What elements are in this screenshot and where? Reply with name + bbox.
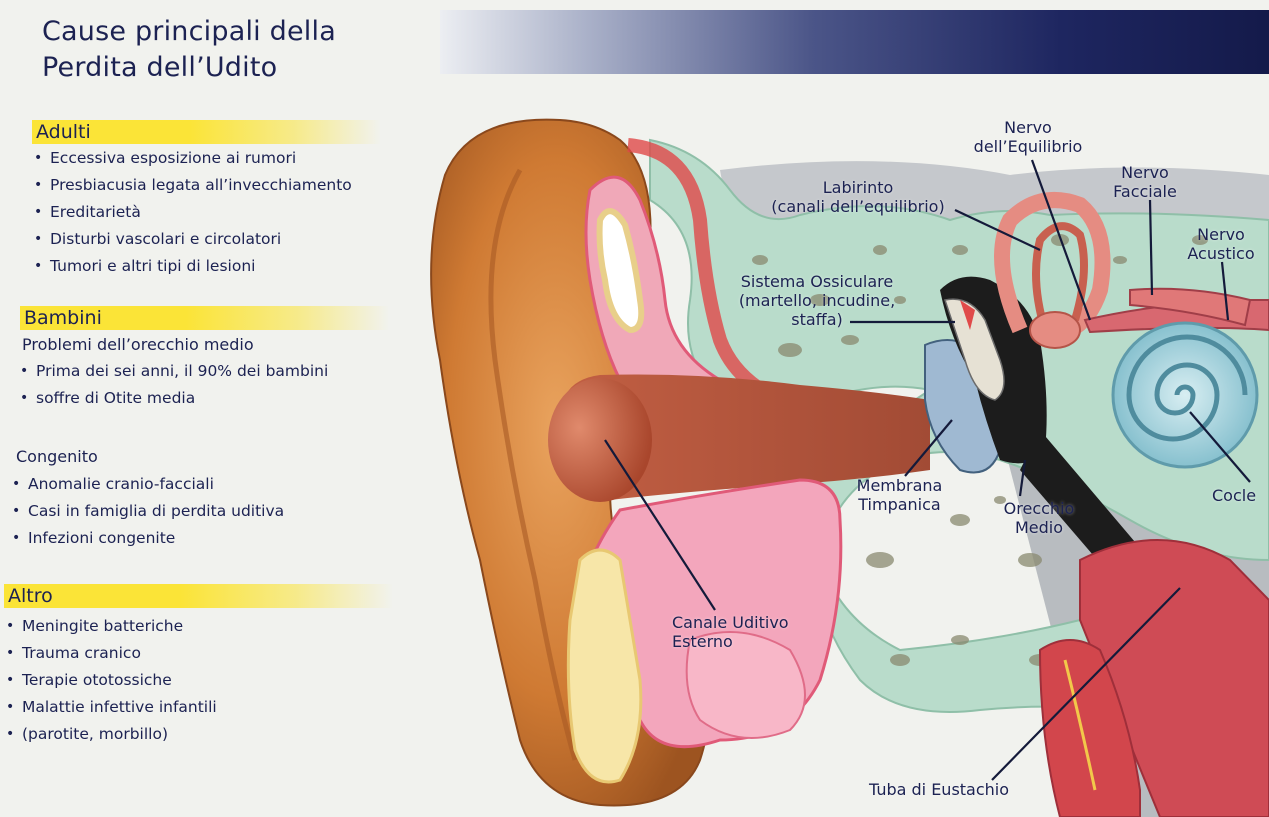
label-nervo-equilibrio: Nervo dell’Equilibrio [958, 118, 1098, 156]
list-item: Tumori e altri tipi di lesioni [32, 253, 352, 280]
list-item: Eccessiva esposizione ai rumori [32, 145, 352, 172]
label-line: dell’Equilibrio [973, 137, 1083, 156]
helix-fold [488, 168, 578, 761]
title-line-2: Perdita dell’Udito [42, 52, 278, 83]
ear-canal [560, 374, 930, 500]
label-nervo-facciale: Nervo Facciale [1100, 163, 1190, 201]
label-line: Esterno [672, 632, 733, 651]
label-line: staffa) [791, 310, 843, 329]
list-item-continuation: soffre di Otite media [18, 385, 328, 412]
list-altro: Meningite batteriche Trauma cranico Tera… [4, 613, 217, 748]
label-membrana-timpanica: Membrana Timpanica [842, 476, 957, 514]
label-line: Nervo [1197, 225, 1245, 244]
cochlea-spiral [1126, 334, 1248, 442]
skin-layer [627, 138, 783, 407]
label-tuba-eustachio: Tuba di Eustachio [868, 780, 1010, 799]
label-line: Facciale [1113, 182, 1177, 201]
label-line: Medio [1014, 518, 1064, 537]
section-heading-adulti: Adulti [32, 120, 381, 144]
list-item: Prima dei sei anni, il 90% dei bambini [18, 358, 328, 385]
list-item: Meningite batteriche [4, 613, 217, 640]
list-bambini: Prima dei sei anni, il 90% dei bambini s… [18, 358, 328, 412]
ossicles [944, 298, 1005, 401]
label-line: Labirinto [822, 178, 894, 197]
semicircular-canal-1 [994, 192, 1111, 338]
list-item: Presbiacusia legata all’invecchiamento [32, 172, 352, 199]
title-line-1: Cause principali della [42, 16, 336, 47]
continuation-text: soffre di Otite media [36, 389, 196, 407]
list-item: Trauma cranico [4, 640, 217, 667]
list-item: Casi in famiglia di perdita uditiva [10, 498, 284, 525]
list-item: Malattie infettive infantili [4, 694, 217, 721]
label-coclea: Cocle [1212, 486, 1257, 505]
vestibule [1029, 311, 1081, 349]
list-item: Disturbi vascolari e circolatori [32, 226, 352, 253]
label-line: Orecchio [1003, 499, 1075, 518]
label-line: Sistema Ossiculare [740, 272, 894, 291]
list-adulti: Eccessiva esposizione ai rumori Presbiac… [32, 145, 352, 280]
label-line: (canali dell’equilibrio) [771, 197, 945, 216]
label-line: Membrana [856, 476, 943, 495]
ossicle-muscle [960, 300, 975, 330]
vessel-line [1063, 659, 1097, 791]
cartilage-fat [566, 548, 643, 784]
cartilage-highlight [596, 208, 645, 334]
label-line: Timpanica [858, 495, 941, 514]
vessel [1038, 639, 1141, 817]
list-item: Ereditarietà [32, 199, 352, 226]
page-title: Cause principali della Perdita dell’Udit… [42, 14, 336, 86]
label-labirinto: Labirinto (canali dell’equilibrio) [752, 178, 964, 216]
label-line: Acustico [1187, 244, 1255, 263]
label-line: Canale Uditivo [672, 613, 789, 632]
label-canale-uditivo: Canale Uditivo Esterno [672, 613, 826, 651]
list-item: Terapie ototossiche [4, 667, 217, 694]
section-heading-altro: Altro [4, 584, 393, 608]
continuation-text: (parotite, morbillo) [22, 725, 168, 743]
leader-lines [604, 159, 1251, 781]
list-congenito: Anomalie cranio-facciali Casi in famigli… [10, 471, 284, 552]
label-orecchio-medio: Orecchio Medio [994, 499, 1084, 537]
header-banner [440, 10, 1269, 74]
section-heading-congenito: Congenito [16, 447, 98, 466]
cochlea [1111, 321, 1259, 469]
label-line: (martello, incudine, [738, 291, 896, 310]
label-sistema-ossiculare: Sistema Ossiculare (martello, incudine, … [722, 272, 912, 329]
list-item: Infezioni congenite [10, 525, 284, 552]
semicircular-canal-2 [1032, 222, 1088, 332]
list-item: Anomalie cranio-facciali [10, 471, 284, 498]
label-line: Nervo [1121, 163, 1169, 182]
concha [548, 378, 652, 502]
label-nervo-acustico: Nervo Acustico [1176, 225, 1266, 263]
section-heading-bambini: Bambini [20, 306, 389, 330]
lobe-tissue [685, 631, 806, 739]
label-line: Nervo [1004, 118, 1052, 137]
subheading-orecchio-medio: Problemi dell’orecchio medio [22, 335, 254, 354]
acoustic-nerve [1129, 287, 1252, 327]
list-item-continuation: (parotite, morbillo) [4, 721, 217, 748]
